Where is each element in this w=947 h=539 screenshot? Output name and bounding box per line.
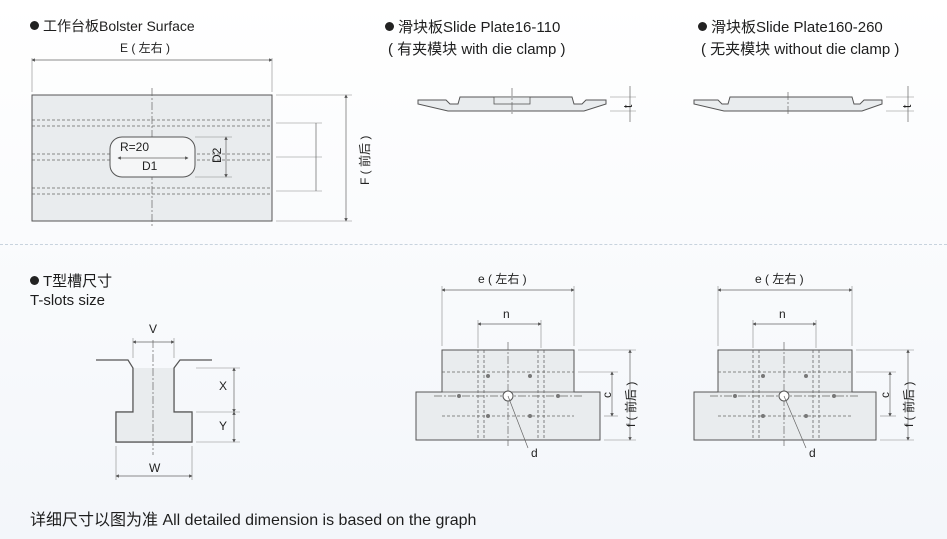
footnote: 详细尺寸以图为准 All detailed dimension is based…	[30, 512, 477, 529]
slide-noclamp-subtitle: ( 无夹模块 without die clamp )	[701, 41, 900, 58]
dim-d2-label: D2	[210, 147, 224, 163]
tslot-profile-diagram: V X Y W	[96, 322, 240, 480]
slide-clamp-title-text: 滑块板Slide Plate16-110	[398, 19, 561, 36]
bullet-icon	[385, 22, 394, 31]
clamp-block-2-bolt	[804, 374, 808, 378]
slide-noclamp-title: 滑块板Slide Plate160-260	[698, 16, 883, 37]
clamp-block-2-bolt	[733, 394, 737, 398]
clamp-block-1-bolt	[486, 374, 490, 378]
dim-t-label: t	[621, 104, 635, 108]
dim-t2-label: t	[900, 104, 914, 108]
dim-d2-leader	[783, 395, 807, 449]
clamp-block-1-bolt	[528, 414, 532, 418]
dim-d-label-2: d	[809, 446, 816, 460]
slide-clamp-diagram: t	[417, 86, 636, 122]
clamp-block-1-bolt	[528, 374, 532, 378]
bolster-title: 工作台板Bolster Surface	[30, 16, 195, 36]
dim-d-label-1: d	[531, 446, 538, 460]
tslot-fill	[116, 368, 192, 442]
dim-f1-label: f ( 前后 )	[623, 382, 638, 427]
dim-n1-label: n	[503, 307, 510, 321]
bullet-icon	[30, 276, 39, 285]
dim-c2-label: c	[878, 392, 892, 398]
tslot-title: T型槽尺寸	[30, 270, 112, 291]
dim-f2-label: f ( 前后 )	[901, 382, 916, 427]
bullet-icon	[30, 21, 39, 30]
clamp-block-2-bolt	[804, 414, 808, 418]
dim-v-label: V	[149, 322, 157, 336]
bullet-icon	[698, 22, 707, 31]
dim-y-label: Y	[219, 419, 227, 433]
tslot-title-text: T型槽尺寸	[43, 273, 113, 290]
clamp-block-1-bolt	[486, 414, 490, 418]
tslot-edge	[115, 368, 193, 443]
dim-r-label: R=20	[120, 140, 149, 154]
dim-d1-label: D1	[142, 159, 158, 173]
slide-noclamp-diagram: t	[693, 86, 914, 122]
tslot-subtitle: T-slots size	[30, 292, 106, 309]
slide-noclamp-title-text: 滑块板Slide Plate160-260	[711, 19, 883, 36]
clamp-block-1-bolt	[457, 394, 461, 398]
clamp-block-1: e ( 左右 ) n c f ( 前后 ) d	[415, 271, 638, 460]
clamp-block-1-bolt	[556, 394, 560, 398]
dim-e2-label: e ( 左右 )	[755, 271, 804, 286]
clamp-block-2-bolt	[761, 414, 765, 418]
clamp-block-2-bolt	[832, 394, 836, 398]
dim-n2-label: n	[779, 307, 786, 321]
dim-e1-label: e ( 左右 )	[478, 271, 527, 286]
section-divider	[0, 244, 947, 245]
dim-e-label: E ( 左右 )	[120, 40, 170, 55]
clamp-block-2-bolt	[761, 374, 765, 378]
dim-w-label: W	[149, 461, 161, 475]
dim-x-label: X	[219, 379, 227, 393]
slide-clamp-title: 滑块板Slide Plate16-110	[385, 16, 560, 37]
dim-f-label: F ( 前后 )	[357, 136, 372, 185]
slide-clamp-subtitle: ( 有夹模块 with die clamp )	[388, 41, 566, 58]
bolster-diagram: R=20 D1 D2 E ( 左右 ) F ( 前后 )	[31, 40, 372, 228]
dim-c1-label: c	[600, 392, 614, 398]
dim-d1-leader	[507, 395, 529, 449]
bolster-title-text: 工作台板Bolster Surface	[43, 18, 195, 34]
clamp-block-2: e ( 左右 ) n c f ( 前后 ) d	[693, 271, 916, 460]
